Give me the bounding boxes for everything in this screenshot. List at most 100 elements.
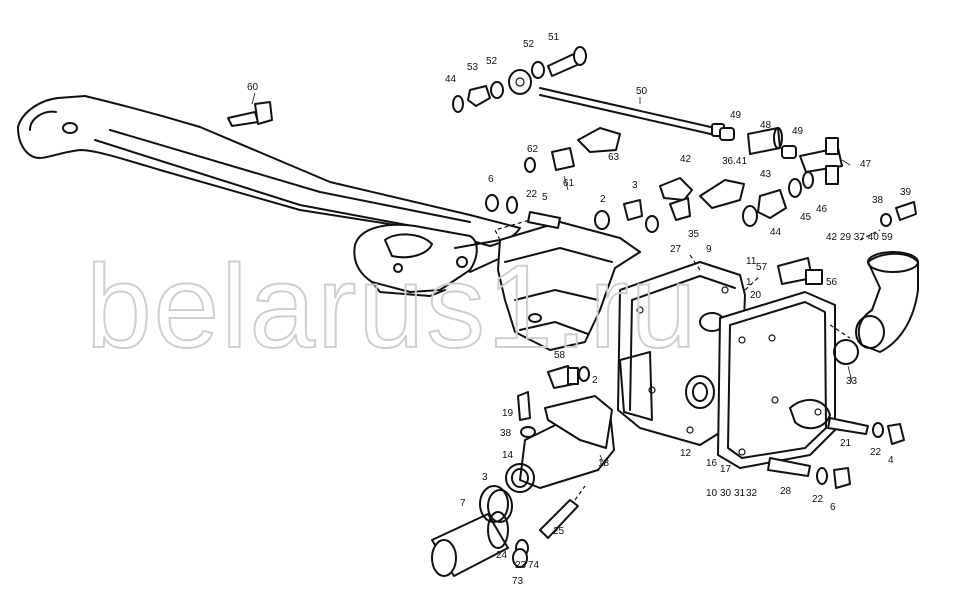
nut-43 [757, 189, 787, 219]
callout-53: 53 [467, 62, 479, 73]
sleeve-housing-14-18 [505, 395, 615, 493]
callout-25: 25 [553, 526, 565, 537]
callout-17: 17 [720, 464, 732, 475]
washer-52 [531, 61, 545, 79]
washer-44 [452, 95, 464, 113]
washer-22b [872, 422, 884, 438]
drawbar-beam [17, 95, 521, 247]
callout-3: 3 [632, 180, 638, 191]
callout-61: 61 [563, 178, 575, 189]
callout-28: 28 [780, 486, 792, 497]
washer-38b [520, 426, 536, 438]
callout-63: 63 [608, 152, 620, 163]
rear-cover [717, 291, 836, 469]
callout-3b: 3 [482, 472, 488, 483]
washer-2b [645, 215, 659, 233]
bolt-25 [539, 499, 579, 539]
elbow-pipe [833, 251, 919, 365]
callout-58: 58 [554, 350, 566, 361]
callout-4: 4 [888, 455, 894, 466]
cap-7 [431, 511, 509, 577]
callout-38b: 38 [500, 428, 512, 439]
washer-6 [485, 194, 499, 212]
callout-16: 16 [706, 458, 718, 469]
nut-53 [467, 85, 491, 107]
callout-19: 19 [502, 408, 514, 419]
nut-6 [833, 467, 851, 489]
washer-2 [594, 210, 610, 230]
bracket-part-1 [494, 219, 641, 351]
callout-43: 43 [760, 169, 772, 180]
callout-44b: 44 [770, 227, 782, 238]
washer-22c [816, 467, 828, 485]
nut-3 [623, 199, 643, 221]
stud-5 [527, 211, 561, 229]
callout-30: 30 [720, 488, 732, 499]
callout-32: 32 [746, 488, 758, 499]
callout-20: 20 [750, 290, 762, 301]
callout-47: 47 [860, 159, 872, 170]
bolt-36-41 [699, 179, 745, 209]
washer-45 [788, 178, 802, 198]
callout-22: 22 [526, 189, 538, 200]
callout-49: 49 [730, 110, 742, 121]
washer-2c [578, 366, 590, 382]
callout-44: 44 [445, 74, 457, 85]
callout-14: 14 [502, 450, 514, 461]
callout-23: 23 [515, 560, 527, 571]
callout-46: 46 [816, 204, 828, 215]
callout-74: 74 [528, 560, 540, 571]
callout-39: 39 [900, 187, 912, 198]
callout-2: 2 [600, 194, 606, 205]
washer-46 [802, 171, 814, 189]
bolt-51 [547, 46, 587, 77]
coupler-57-56 [777, 257, 823, 285]
callout-35: 35 [688, 229, 700, 240]
dash-line-25 [574, 485, 586, 501]
callout-60: 60 [247, 82, 259, 93]
watermark: belarus1.ru [86, 241, 698, 373]
washer-74 [512, 548, 528, 568]
callout-42: 42 [680, 154, 692, 165]
washer-38 [880, 213, 892, 227]
ring-3b [487, 489, 513, 523]
callout-10: 10 [706, 488, 718, 499]
bolt-62-61 [524, 147, 575, 173]
callout-45: 45 [800, 212, 812, 223]
callout-52b: 52 [523, 39, 535, 50]
callout-36-41: 36.41 [722, 156, 747, 167]
callout-48: 48 [760, 120, 772, 131]
tee-fitting-47 [799, 137, 843, 185]
nut-4 [887, 423, 905, 445]
callout-42-29-37-40-59: 42 29 37 40 59 [826, 232, 893, 243]
leader-ticks [251, 92, 853, 467]
callout-57: 57 [756, 262, 768, 273]
bolt-35 [669, 197, 691, 221]
callout-12: 12 [680, 448, 692, 459]
pin-19 [517, 391, 531, 421]
washer-22 [506, 196, 518, 214]
callout-50: 50 [636, 86, 648, 97]
callout-6: 6 [488, 174, 494, 185]
callout-2c: 2 [592, 375, 598, 386]
callout-24: 24 [496, 550, 508, 561]
callout-27: 27 [670, 244, 682, 255]
callout-73: 73 [512, 576, 524, 587]
callout-38: 38 [872, 195, 884, 206]
bolt-39 [895, 201, 917, 221]
bolt-58 [547, 365, 579, 389]
tie-rod [508, 69, 725, 137]
callout-62: 62 [527, 144, 539, 155]
callout-51: 51 [548, 32, 560, 43]
callout-21: 21 [840, 438, 852, 449]
callout-22b: 22 [870, 447, 882, 458]
callout-6b: 6 [830, 502, 836, 513]
washer-52b [490, 81, 504, 99]
callout-7: 7 [460, 498, 466, 509]
callout-31: 31 [734, 488, 746, 499]
callout-1: 1 [746, 277, 752, 288]
washer-44b [742, 205, 758, 227]
ring-3 [479, 485, 509, 523]
callout-49b: 49 [792, 126, 804, 137]
